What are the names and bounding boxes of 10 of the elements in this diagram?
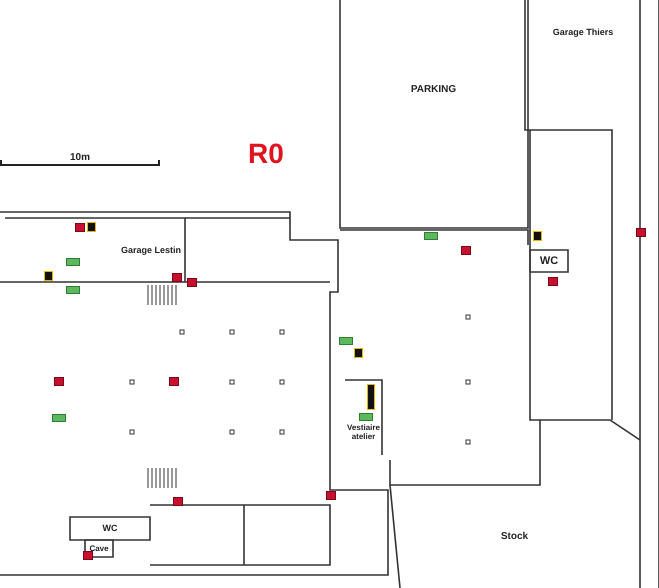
room-name: Garage Lestin [120,244,181,256]
floor-label: R0 [248,138,284,170]
scale-label: 10m [70,152,90,163]
room-name: Cave [89,544,109,554]
room-name: Vestiaire atelier [346,422,381,441]
room-name: Stock [500,530,528,542]
room-name: Garage Thiers [552,26,614,38]
room-name: WC [540,254,558,268]
room-name: PARKING [410,84,456,96]
room-name: WC [102,523,118,534]
